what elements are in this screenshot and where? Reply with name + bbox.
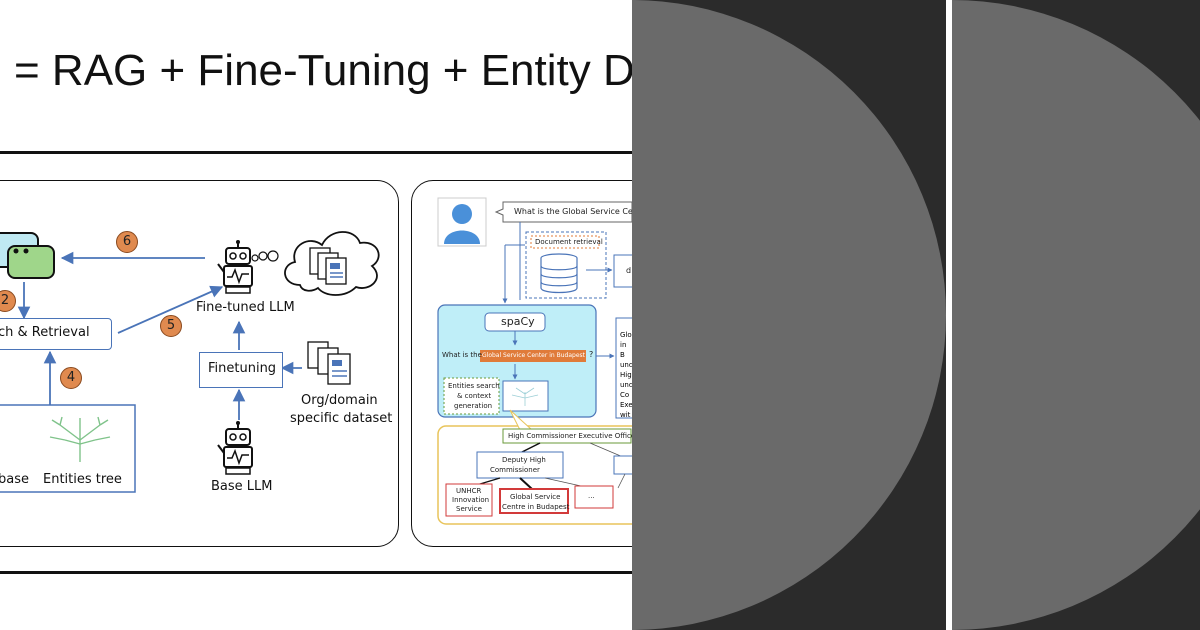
answer-fragment: Co	[620, 391, 630, 399]
entities-search-line-1: Entities search	[448, 382, 500, 390]
entity-pipeline-panel	[411, 180, 632, 547]
search-retrieval-box	[0, 318, 112, 350]
ellipsis-label: ...	[588, 492, 595, 500]
highlight-entity	[480, 350, 586, 362]
answer-fragment: und	[620, 381, 632, 389]
what-is-the-label: What is the	[442, 351, 482, 359]
finetuning-box	[199, 352, 283, 388]
deputy-label-1: Deputy High	[502, 456, 546, 464]
entities-search-line-2: & context	[457, 392, 492, 400]
rag-diagram-panel	[0, 180, 399, 547]
answer-fragments: Glo in B und Hig und Co Exe wit	[620, 330, 632, 420]
question-mark: ?	[589, 350, 594, 359]
arrow-step-5	[117, 285, 224, 334]
finetuned-robot-icon	[217, 240, 279, 294]
thumbnail-1[interactable]	[632, 0, 946, 630]
slide-title: i = RAG + Fine-Tuning + Entity De	[0, 46, 632, 95]
question-bubble	[494, 201, 632, 223]
answer-fragment: Hig	[620, 371, 632, 379]
highlight-entity-text: Global Service Center in Budapest	[482, 352, 585, 359]
base-llm-label: Base LLM	[211, 479, 273, 494]
knowledge-base-label: base	[0, 472, 29, 487]
org-dataset-label-2: specific dataset	[290, 411, 393, 426]
spacy-label: spaCy	[501, 315, 535, 328]
unhcr-label-3: Service	[456, 505, 482, 513]
answer-fragment: Exe	[620, 401, 632, 409]
doc-label: d	[626, 266, 632, 275]
answer-fragment: Glo	[620, 331, 632, 339]
step-6-badge: 6	[116, 231, 138, 253]
entity-pipeline-graphics	[437, 197, 632, 525]
slide: i = RAG + Fine-Tuning + Entity De	[0, 46, 632, 574]
finetuned-llm-label: Fine-tuned LLM	[196, 300, 295, 315]
hc-office-label: High Commissioner Executive Office	[508, 432, 632, 440]
thumbnail-placeholder-disc	[952, 0, 1200, 630]
step-5-badge: 5	[160, 315, 182, 337]
thumbnail-strip[interactable]	[632, 0, 1200, 630]
database-icon	[540, 253, 578, 294]
unhcr-label-1: UNHCR	[456, 487, 482, 495]
document-retrieval-label: Document retrieval	[535, 238, 603, 246]
rag-diagram-graphics	[0, 231, 380, 493]
dataset-documents-icon	[307, 341, 351, 385]
step-4-badge: 4	[60, 367, 82, 389]
finetuning-label: Finetuning	[208, 361, 277, 376]
answer-fragment: in B	[620, 341, 627, 359]
thumbnail-placeholder-disc	[632, 0, 946, 630]
knowledge-cloud-icon	[284, 231, 380, 296]
knowledge-box	[0, 404, 136, 493]
entities-tree-label: Entities tree	[43, 472, 122, 487]
question-text: What is the Global Service Cen	[514, 207, 632, 216]
top-divider	[0, 151, 632, 154]
thumbnail-2[interactable]	[952, 0, 1200, 630]
deputy-label-2: Commissioner	[490, 466, 540, 474]
search-retrieval-label: ch & Retrieval	[0, 325, 90, 340]
unhcr-label-2: Innovation	[452, 496, 490, 504]
step-2-badge: 2	[0, 290, 16, 312]
user-avatar-icon	[437, 197, 487, 247]
bottom-divider	[0, 571, 632, 574]
base-robot-icon	[217, 421, 253, 475]
answer-fragment: wit	[620, 411, 631, 419]
entities-tree-icon	[49, 416, 111, 462]
entities-search-line-3: generation	[454, 402, 493, 410]
chat-bubbles-icon	[0, 232, 55, 279]
answer-fragment: und	[620, 361, 632, 369]
org-dataset-label-1: Org/domain	[301, 393, 378, 408]
gsc-label-2: Centre in Budapest	[502, 503, 570, 511]
thumbnail-divider	[946, 0, 952, 630]
gsc-label-1: Global Service	[510, 493, 561, 501]
